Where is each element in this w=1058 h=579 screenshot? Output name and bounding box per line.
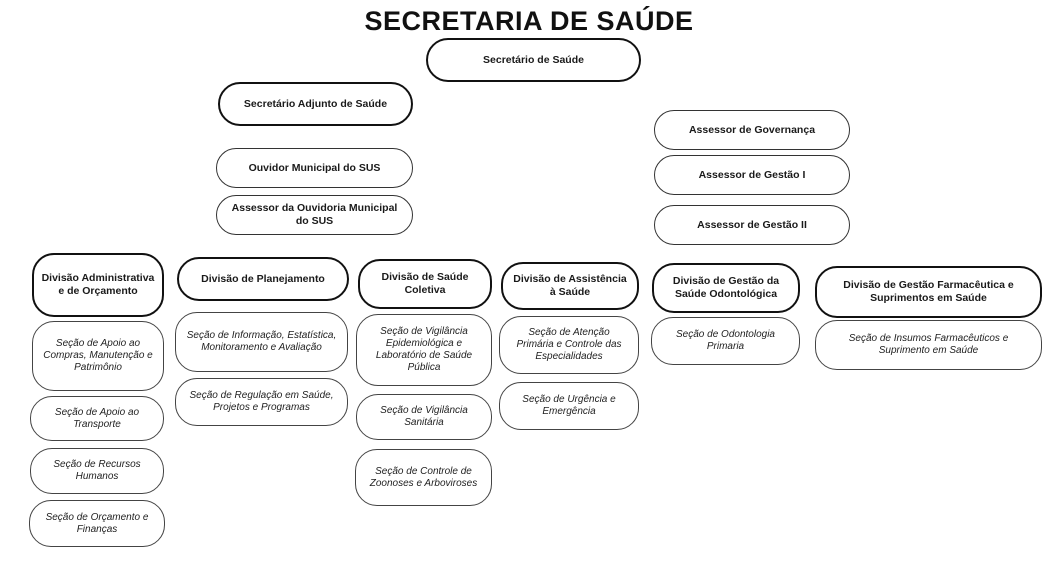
divisao-administrativa-box: Divisão Administrativa e de Orçamento (32, 253, 164, 317)
secao-informacao-estatistica-box: Seção de Informação, Estatística, Monito… (175, 312, 348, 372)
secao-atencao-primaria-box: Seção de Atenção Primária e Controle das… (499, 316, 639, 374)
divisao-farmaceutica-box: Divisão de Gestão Farmacêutica e Suprime… (815, 266, 1042, 318)
assessor-gestao-2-box: Assessor de Gestão II (654, 205, 850, 245)
divisao-saude-coletiva-box: Divisão de Saúde Coletiva (358, 259, 492, 309)
secao-odontologia-primaria-box: Seção de Odontologia Primaria (651, 317, 800, 365)
secao-controle-zoonoses-box: Seção de Controle de Zoonoses e Arboviro… (355, 449, 492, 506)
divisao-assistencia-box: Divisão de Assistência à Saúde (501, 262, 639, 310)
divisao-odontologica-box: Divisão de Gestão da Saúde Odontológica (652, 263, 800, 313)
secao-recursos-humanos-box: Seção de Recursos Humanos (30, 448, 164, 494)
secao-vigilancia-epidemiologica-box: Seção de Vigilância Epidemiológica e Lab… (356, 314, 492, 386)
secretario-box: Secretário de Saúde (426, 38, 641, 82)
page-title: SECRETARIA DE SAÚDE (364, 6, 694, 36)
secao-orcamento-financas-box: Seção de Orçamento e Finanças (29, 500, 165, 547)
secao-insumos-farmaceuticos-box: Seção de Insumos Farmacêuticos e Suprime… (815, 320, 1042, 370)
secao-urgencia-emergencia-box: Seção de Urgência e Emergência (499, 382, 639, 430)
secao-apoio-transporte-box: Seção de Apoio ao Transporte (30, 396, 164, 441)
ouvidor-box: Ouvidor Municipal do SUS (216, 148, 413, 188)
secao-apoio-compras-box: Seção de Apoio ao Compras, Manutenção e … (32, 321, 164, 391)
secao-regulacao-box: Seção de Regulação em Saúde, Projetos e … (175, 378, 348, 426)
adjunto-box: Secretário Adjunto de Saúde (218, 82, 413, 126)
assessor-governanca-box: Assessor de Governança (654, 110, 850, 150)
assessor-ouvidoria-box: Assessor da Ouvidoria Municipal do SUS (216, 195, 413, 235)
divisao-planejamento-box: Divisão de Planejamento (177, 257, 349, 301)
secao-vigilancia-sanitaria-box: Seção de Vigilância Sanitária (356, 394, 492, 440)
assessor-gestao-1-box: Assessor de Gestão I (654, 155, 850, 195)
